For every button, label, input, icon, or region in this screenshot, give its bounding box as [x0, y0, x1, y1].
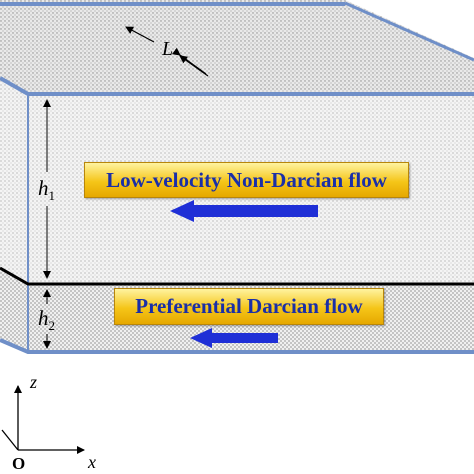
upper-flow-label: Low-velocity Non-Darcian flow [84, 162, 409, 198]
h1-base: h [38, 176, 49, 200]
z-axis-label: z [30, 372, 38, 392]
lower-flow-label: Preferential Darcian flow [114, 288, 384, 325]
length-label: L [162, 38, 174, 60]
top-surface [0, 0, 474, 94]
upper-flow-arrow [170, 200, 318, 222]
front-bottom-edge [0, 338, 474, 354]
h1-subscript: 1 [48, 188, 56, 203]
length-arrow-upper [125, 26, 155, 43]
depth-edge-top [344, 1, 474, 62]
h2-base: h [38, 306, 49, 330]
x-axis-label: x [88, 452, 96, 472]
h2-label: h2 [38, 306, 55, 334]
lower-left-face [0, 270, 28, 352]
interface-line [0, 266, 474, 286]
h2-subscript: 2 [48, 318, 56, 333]
length-arrow-lower-tip [179, 55, 209, 77]
origin-label: O [12, 454, 26, 473]
lower-flow-arrow [190, 328, 278, 348]
h1-label: h1 [38, 176, 55, 204]
y-axis [1, 429, 19, 451]
